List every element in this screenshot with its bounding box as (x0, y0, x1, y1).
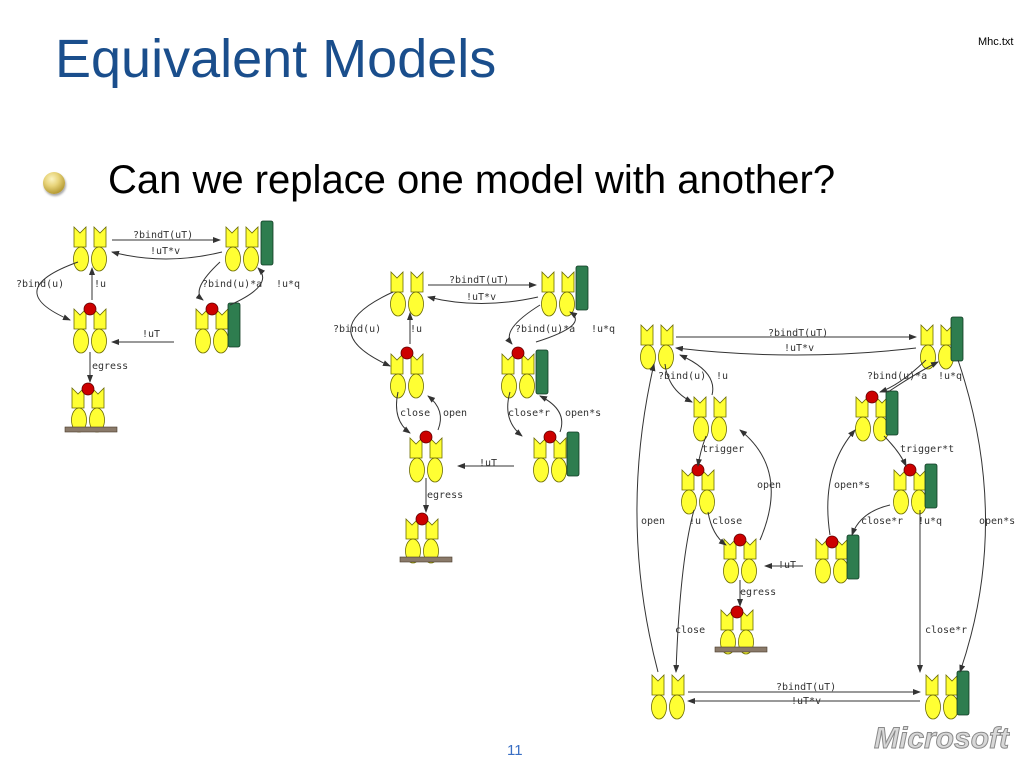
edge-label: ?bindT(uT) (768, 328, 828, 339)
slide-title: Equivalent Models (55, 29, 497, 89)
protein-node (501, 353, 535, 399)
edge-label: !u*q (938, 371, 962, 382)
protein-node (681, 469, 715, 515)
ligand-marker (205, 302, 219, 316)
membrane-bar (714, 646, 768, 653)
edge-label: !u (94, 279, 106, 290)
membrane-bar (64, 426, 118, 433)
edge-label: ?bindT(uT) (133, 230, 193, 241)
edge-label: !uT*v (466, 292, 496, 303)
edge-label: !uT*v (791, 696, 821, 707)
edge-label: !uT*v (150, 246, 180, 257)
edge-label: !uT*v (784, 343, 814, 354)
edge-label: !u*q (918, 516, 942, 527)
edge-label: ?bindT(uT) (449, 275, 509, 286)
edge-label: ?bind(u)*a (202, 279, 262, 290)
protein-node (925, 674, 959, 720)
edge-label: egress (740, 587, 776, 598)
membrane-bar (399, 556, 453, 563)
ligand-marker (511, 346, 525, 360)
bullet-text: Can we replace one model with another? (108, 158, 836, 202)
edge-label: close (712, 516, 742, 527)
microsoft-logo: Microsoft (874, 722, 1011, 756)
protein-node (225, 226, 259, 272)
edge-label: close (400, 408, 430, 419)
protein-node (405, 518, 439, 564)
ligand-marker (415, 512, 429, 526)
channel-node (846, 534, 860, 580)
edge-label: !uT (479, 458, 497, 469)
page-number: 11 (507, 742, 523, 759)
ligand-marker (81, 382, 95, 396)
channel-node (535, 349, 549, 395)
protein-node (390, 353, 424, 399)
edge-label: trigger*t (900, 444, 954, 455)
model-diagrams: ?bindT(uT) !uT*v ?bind(u) !u ?bind(u)*a … (16, 220, 1015, 720)
protein-node (73, 308, 107, 354)
ligand-marker (865, 390, 879, 404)
edge-label: open*s (834, 480, 870, 491)
ligand-marker (400, 346, 414, 360)
logo-text: Microsoft (874, 722, 1010, 755)
edge-label: ?bindT(uT) (776, 682, 836, 693)
ligand-marker (825, 535, 839, 549)
edge-label: !u (689, 516, 701, 527)
ligand-marker (733, 533, 747, 547)
model-small: ?bindT(uT) !uT*v ?bind(u) !u ?bind(u)*a … (16, 220, 300, 433)
bullet-icon (43, 172, 65, 194)
edge-label: open*s (979, 516, 1015, 527)
edge-label: open (757, 480, 781, 491)
model-large: ?bindT(uT) !uT*v ?bind(u) !u ?bind(u)*a … (636, 316, 1015, 720)
channel-node (950, 316, 964, 362)
ligand-marker (543, 430, 557, 444)
protein-node (533, 437, 567, 483)
protein-node (651, 674, 685, 720)
edge-label: ?bind(u) (333, 324, 381, 335)
edge-label: ?bind(u)*a (515, 324, 575, 335)
protein-node (693, 396, 727, 442)
edge-label: !u*q (591, 324, 615, 335)
channel-node (260, 220, 274, 266)
edge-label: close*r (508, 408, 550, 419)
edge-label: trigger (702, 444, 744, 455)
ligand-marker (419, 430, 433, 444)
edge-label: egress (92, 361, 128, 372)
protein-node (541, 271, 575, 317)
edge-label: close (675, 625, 705, 636)
edge-label: close*r (861, 516, 903, 527)
edge-label: close*r (925, 625, 967, 636)
protein-node (893, 469, 927, 515)
protein-node (640, 324, 674, 370)
protein-node (390, 271, 424, 317)
ligand-marker (83, 302, 97, 316)
edge-label: !u (410, 324, 422, 335)
protein-node (855, 396, 889, 442)
edge-label: !uT (142, 329, 160, 340)
edge-label: ?bind(u) (16, 279, 64, 290)
channel-node (575, 265, 589, 311)
model-medium: ?bindT(uT) !uT*v ?bind(u) !u ?bind(u)*a … (333, 265, 615, 564)
edge-label: open*s (565, 408, 601, 419)
protein-node (409, 437, 443, 483)
edge-label: ?bind(u) (658, 371, 706, 382)
edge-label: !u (716, 371, 728, 382)
protein-node (73, 226, 107, 272)
edge-label: open (641, 516, 665, 527)
edge-label: ?bind(u)*a (867, 371, 927, 382)
ligand-marker (730, 605, 744, 619)
edge-label: open (443, 408, 467, 419)
protein-node (195, 308, 229, 354)
channel-node (885, 390, 899, 436)
edge-label: egress (427, 490, 463, 501)
file-reference: Mhc.txt (978, 36, 1014, 48)
channel-node (924, 463, 938, 509)
channel-node (956, 670, 970, 716)
channel-node (227, 302, 241, 348)
channel-node (566, 431, 580, 477)
edge-label: !u*q (276, 279, 300, 290)
edge-label: !uT (778, 560, 796, 571)
